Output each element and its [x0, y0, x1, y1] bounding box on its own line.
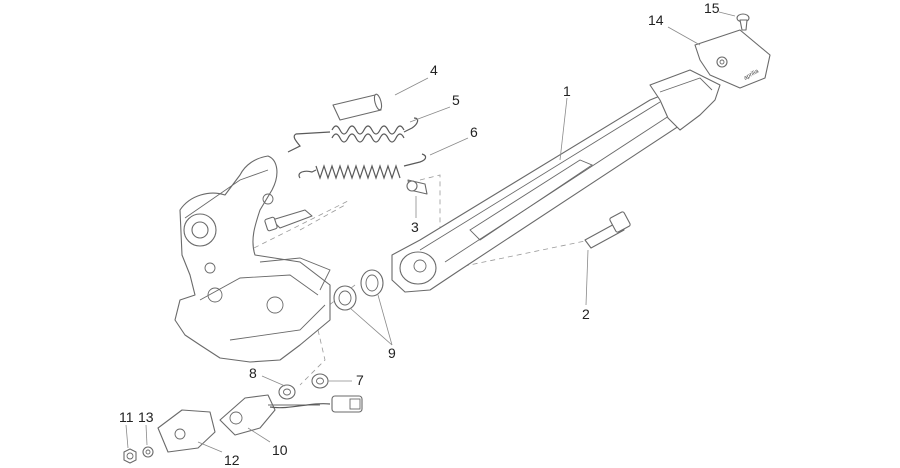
- spacer-sleeve: [332, 93, 383, 121]
- frame-bracket: [174, 155, 331, 363]
- sidestand-arm: [391, 69, 721, 293]
- washer-pair: [333, 269, 384, 311]
- callout-9: 9: [388, 345, 396, 361]
- spring-short: [287, 117, 419, 153]
- small-washers: [278, 373, 329, 400]
- bracket-bolt: [264, 209, 313, 232]
- callout-2: 2: [582, 306, 590, 322]
- callout-11: 11: [119, 409, 134, 425]
- callout-labels: 1 2 3 4 5 6 7 8 9 10 11 12 13 14 15: [119, 0, 720, 468]
- spring-long: [298, 153, 427, 180]
- callout-4: 4: [430, 62, 438, 78]
- small-bolt-3: [406, 179, 428, 195]
- callout-3: 3: [411, 219, 419, 235]
- callout-10: 10: [272, 442, 288, 458]
- callout-15: 15: [704, 0, 720, 16]
- callout-12: 12: [224, 452, 240, 468]
- switch-bracket: [157, 409, 216, 453]
- callout-8: 8: [249, 365, 257, 381]
- callout-14: 14: [648, 12, 664, 28]
- pad-screw: [736, 13, 750, 31]
- sidestand-foot-pad: aprilia: [694, 29, 771, 89]
- sidestand-switch: [219, 394, 363, 436]
- callout-13: 13: [138, 409, 154, 425]
- callout-6: 6: [470, 124, 478, 140]
- callout-1: 1: [563, 83, 571, 99]
- pivot-bolt: [584, 211, 631, 249]
- callout-7: 7: [356, 372, 364, 388]
- nut-and-washer: [123, 446, 154, 464]
- leader-lines: [125, 11, 736, 453]
- callout-5: 5: [452, 92, 460, 108]
